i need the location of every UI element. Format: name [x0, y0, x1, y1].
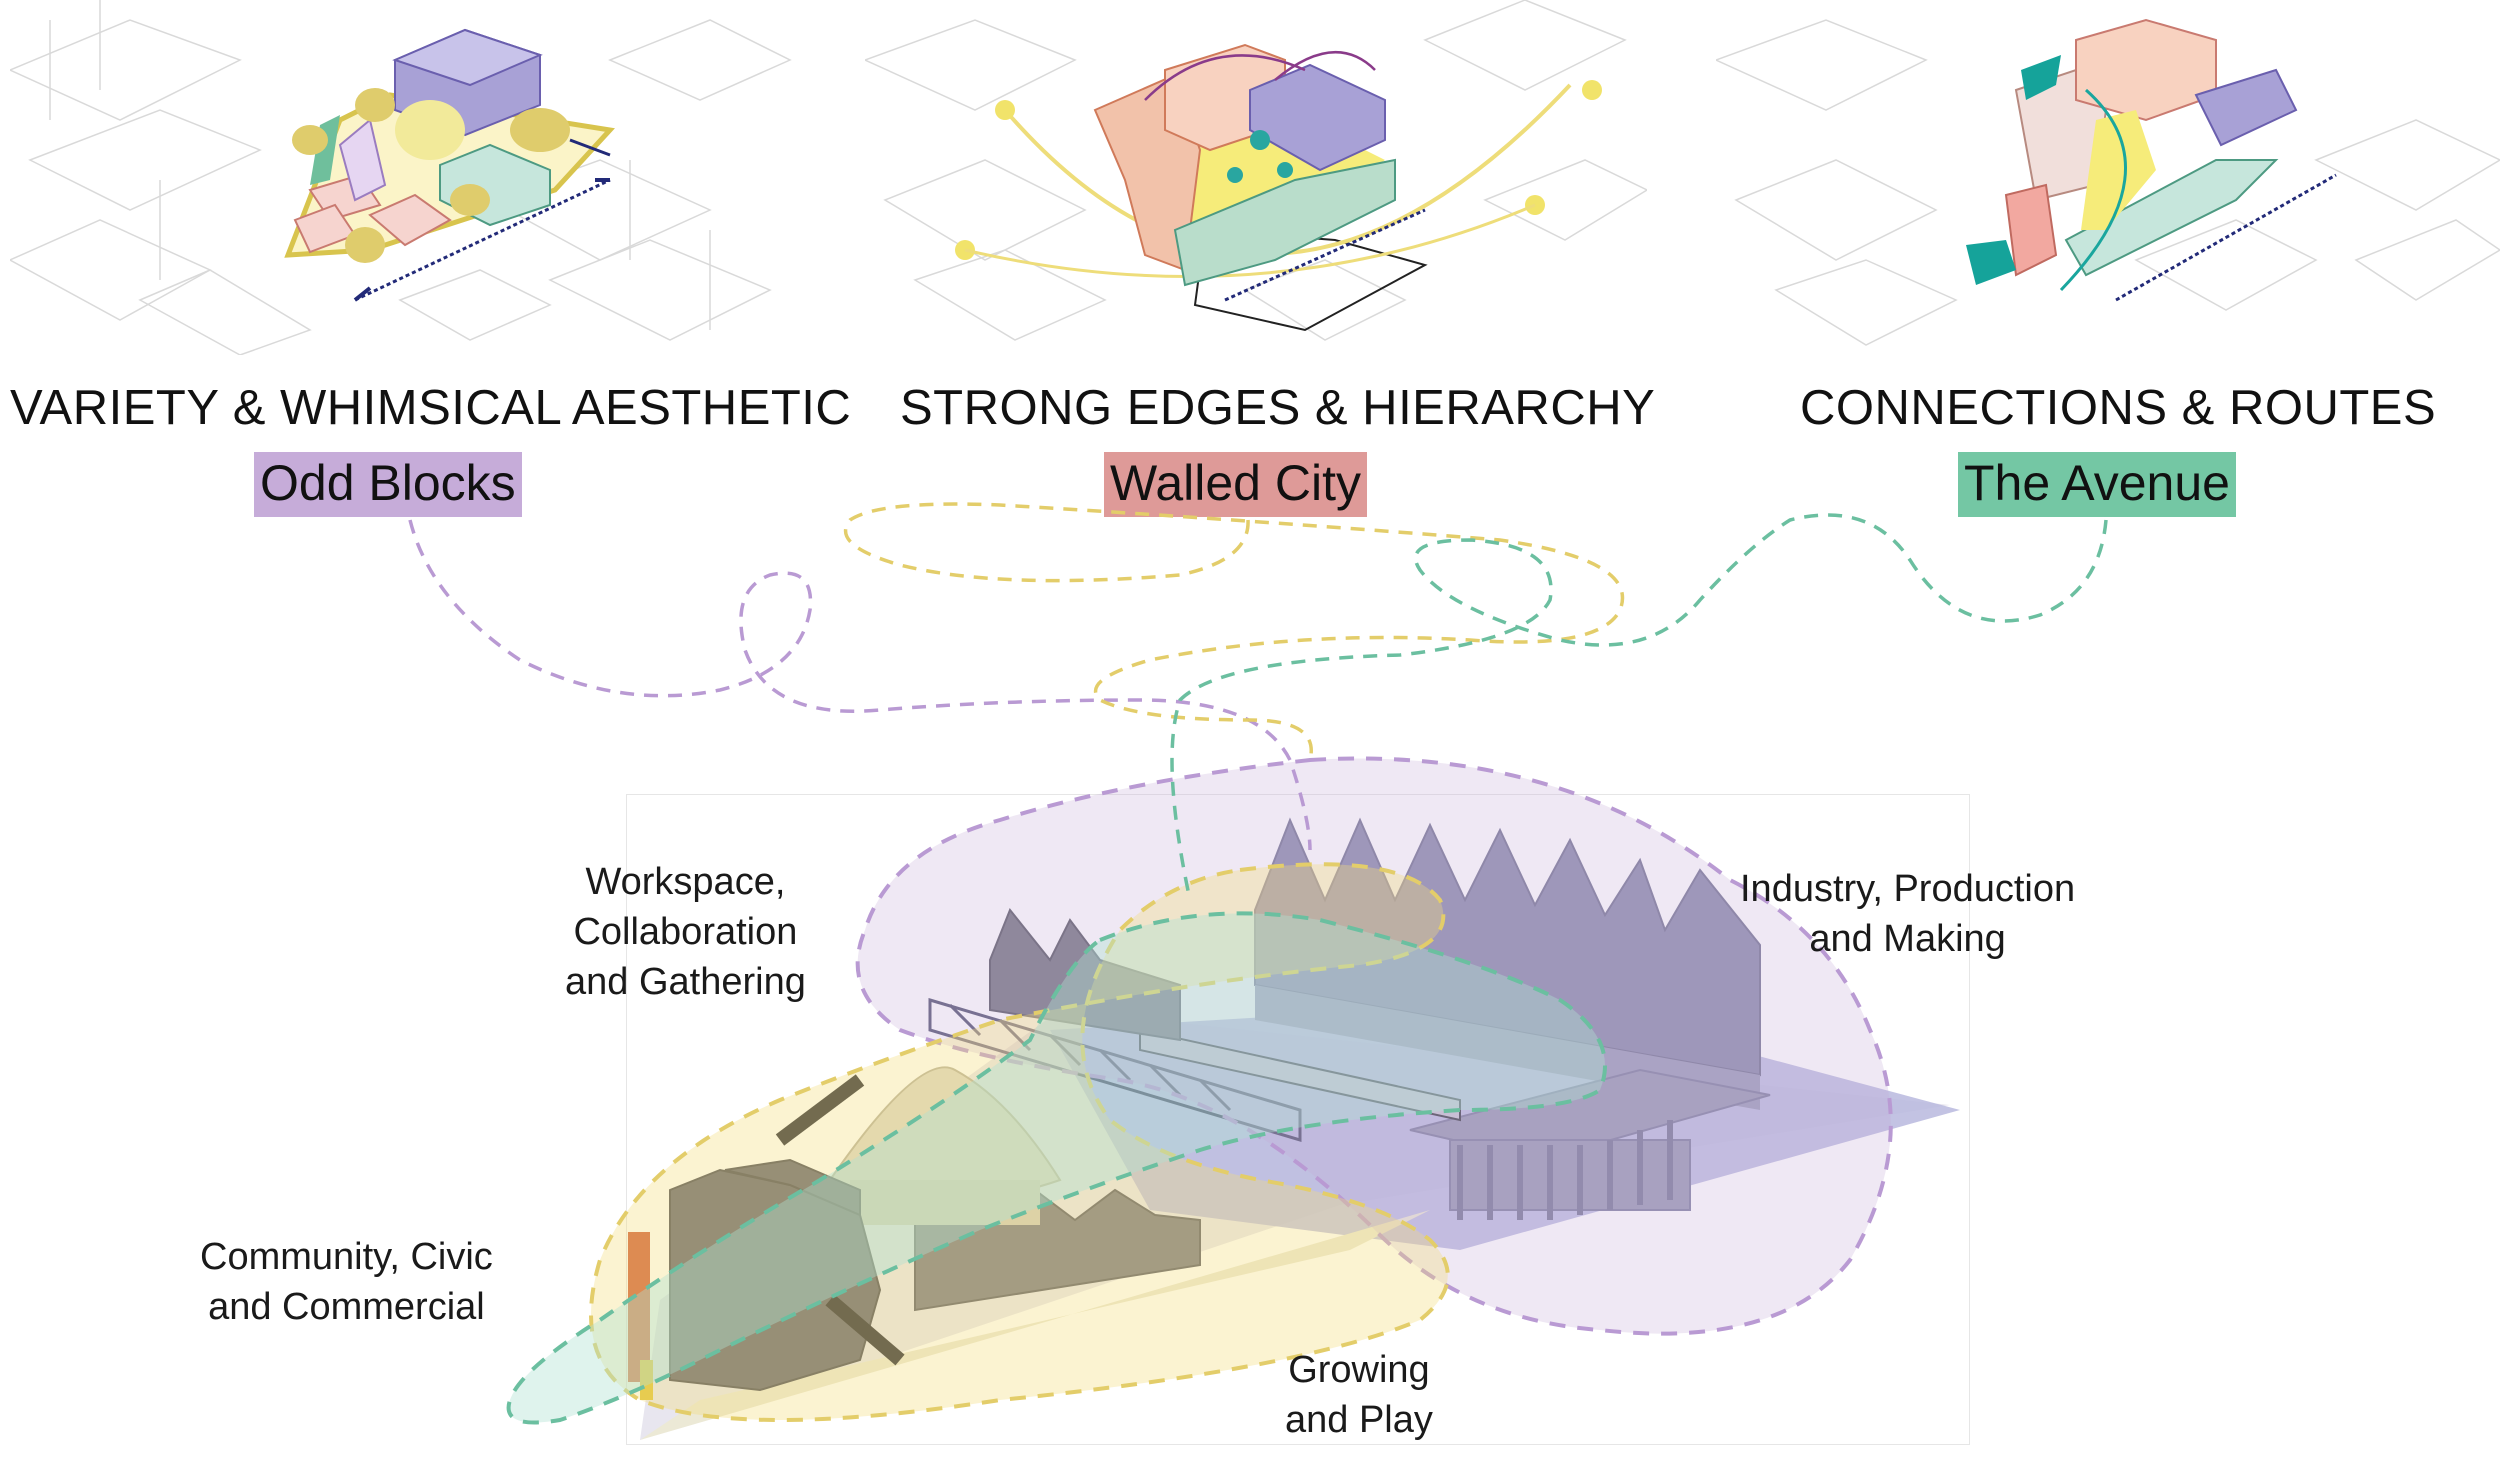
strategy-heading-2: STRONG EDGES & HIERARCHY [900, 381, 1656, 435]
zone-label-community-text: Community, Civic and Commercial [200, 1236, 493, 1328]
odd-blocks-diagram [10, 0, 795, 355]
zone-label-industry-text: Industry, Production and Making [1740, 868, 2076, 960]
zone-label-workspace: Workspace, Collaboration and Gathering [565, 857, 806, 1007]
zone-label-community: Community, Civic and Commercial [200, 1232, 493, 1332]
strategy-heading-3: CONNECTIONS & ROUTES [1800, 381, 2437, 435]
zone-label-growing: Growing and Play [1285, 1345, 1433, 1445]
the-avenue-axonometric [1716, 18, 2500, 346]
concept-odd-blocks: Odd Blocks [254, 452, 522, 517]
zone-label-workspace-text: Workspace, Collaboration and Gathering [565, 861, 806, 1003]
the-avenue-diagram [1716, 0, 2500, 355]
zone-label-industry: Industry, Production and Making [1740, 864, 2075, 964]
strategy-heading-1: VARIETY & WHIMSICAL AESTHETIC [10, 381, 852, 435]
walled-city-axonometric [865, 0, 1647, 341]
zone-label-growing-text: Growing and Play [1285, 1349, 1433, 1441]
odd-blocks-axonometric [10, 0, 792, 355]
concept-walled-city: Walled City [1104, 452, 1367, 517]
concept-the-avenue: The Avenue [1958, 452, 2236, 517]
walled-city-diagram [865, 0, 1647, 355]
